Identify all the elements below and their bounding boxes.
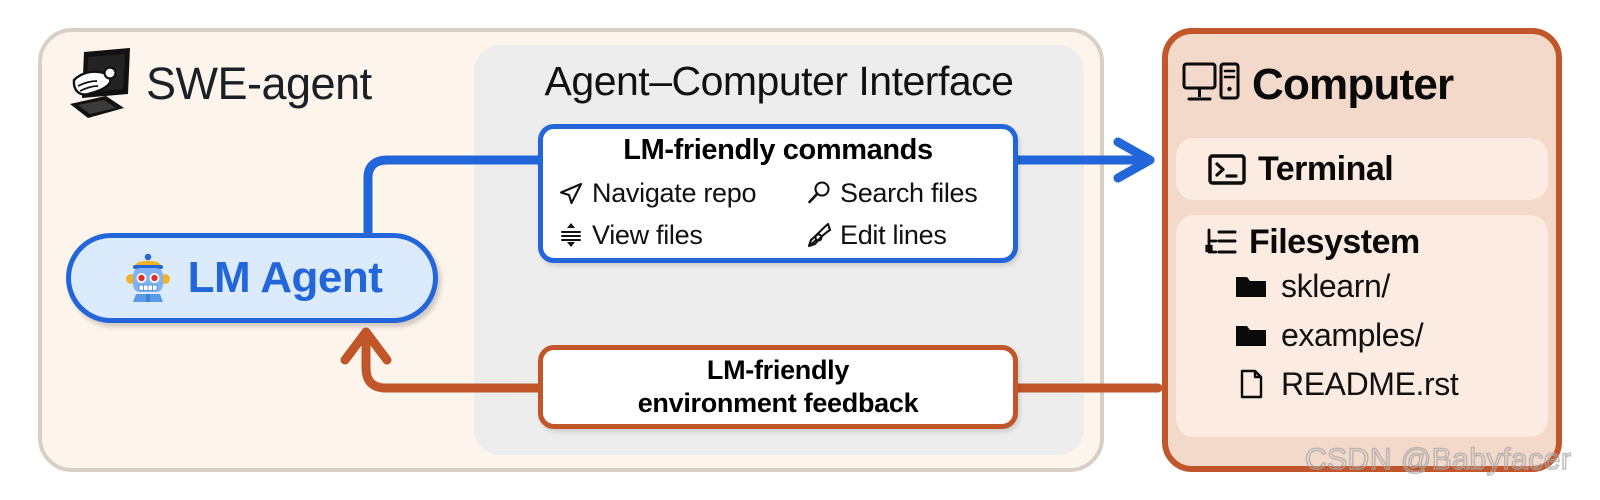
filesystem-entry-examples-label: examples/ — [1281, 317, 1424, 353]
arrowhead-to-computer — [1113, 137, 1155, 183]
lm-agent-label: LM Agent — [187, 253, 383, 302]
computer-title-label: Computer — [1252, 60, 1454, 109]
feedback-line-1: LM-friendly — [706, 355, 850, 386]
swe-agent-title-label: SWE-agent — [146, 57, 372, 109]
commands-card-title: LM-friendly commands — [623, 134, 933, 166]
command-edit-lines[interactable]: Edit lines — [805, 214, 1013, 256]
command-view-files[interactable]: View files — [557, 214, 805, 256]
folder-icon — [1234, 320, 1268, 350]
command-view-files-label: View files — [592, 219, 703, 250]
commands-grid: Navigate repo Search files — [543, 172, 1013, 256]
watermark: CSDN @Babyfacer — [1304, 442, 1572, 477]
navigate-arrow-icon — [557, 179, 585, 207]
feedback-line-2: environment feedback — [637, 388, 919, 418]
magnifier-icon — [805, 179, 833, 207]
command-navigate-repo[interactable]: Navigate repo — [557, 172, 805, 214]
terminal-card[interactable]: Terminal — [1176, 138, 1548, 200]
filesystem-entry-sklearn-label: sklearn/ — [1281, 268, 1390, 304]
computer-hand-typing-icon — [62, 46, 136, 120]
file-tree-icon — [1204, 227, 1238, 257]
pen-nib-icon — [805, 221, 833, 249]
filesystem-entry-readme[interactable]: README.rst — [1234, 362, 1548, 406]
folder-icon — [1234, 271, 1268, 301]
agent-computer-interface-title: Agent–Computer Interface — [544, 58, 1014, 104]
file-icon — [1234, 369, 1268, 399]
computer-title: Computer — [1182, 60, 1454, 110]
scroll-view-icon — [557, 221, 585, 249]
filesystem-label: Filesystem — [1249, 223, 1420, 261]
filesystem-entry-sklearn[interactable]: sklearn/ — [1234, 264, 1548, 308]
desktop-tower-icon — [1182, 60, 1240, 110]
filesystem-entry-readme-label: README.rst — [1281, 366, 1459, 402]
robot-icon — [122, 252, 174, 304]
swe-agent-title: SWE-agent — [62, 46, 372, 120]
terminal-label: Terminal — [1258, 149, 1394, 188]
filesystem-card: Filesystem sklearn/ examples/ — [1176, 215, 1548, 437]
lm-friendly-commands-card: LM-friendly commands Navigate repo Se — [538, 124, 1018, 263]
command-navigate-repo-label: Navigate repo — [592, 177, 757, 208]
terminal-prompt-icon — [1208, 153, 1246, 185]
command-search-files-label: Search files — [840, 177, 978, 208]
filesystem-header: Filesystem — [1204, 225, 1548, 259]
lm-agent-node[interactable]: LM Agent — [66, 233, 438, 323]
command-search-files[interactable]: Search files — [805, 172, 1013, 214]
lm-friendly-feedback-card: LM-friendly environment feedback — [538, 345, 1018, 429]
filesystem-entry-examples[interactable]: examples/ — [1234, 313, 1548, 357]
command-edit-lines-label: Edit lines — [840, 219, 947, 250]
